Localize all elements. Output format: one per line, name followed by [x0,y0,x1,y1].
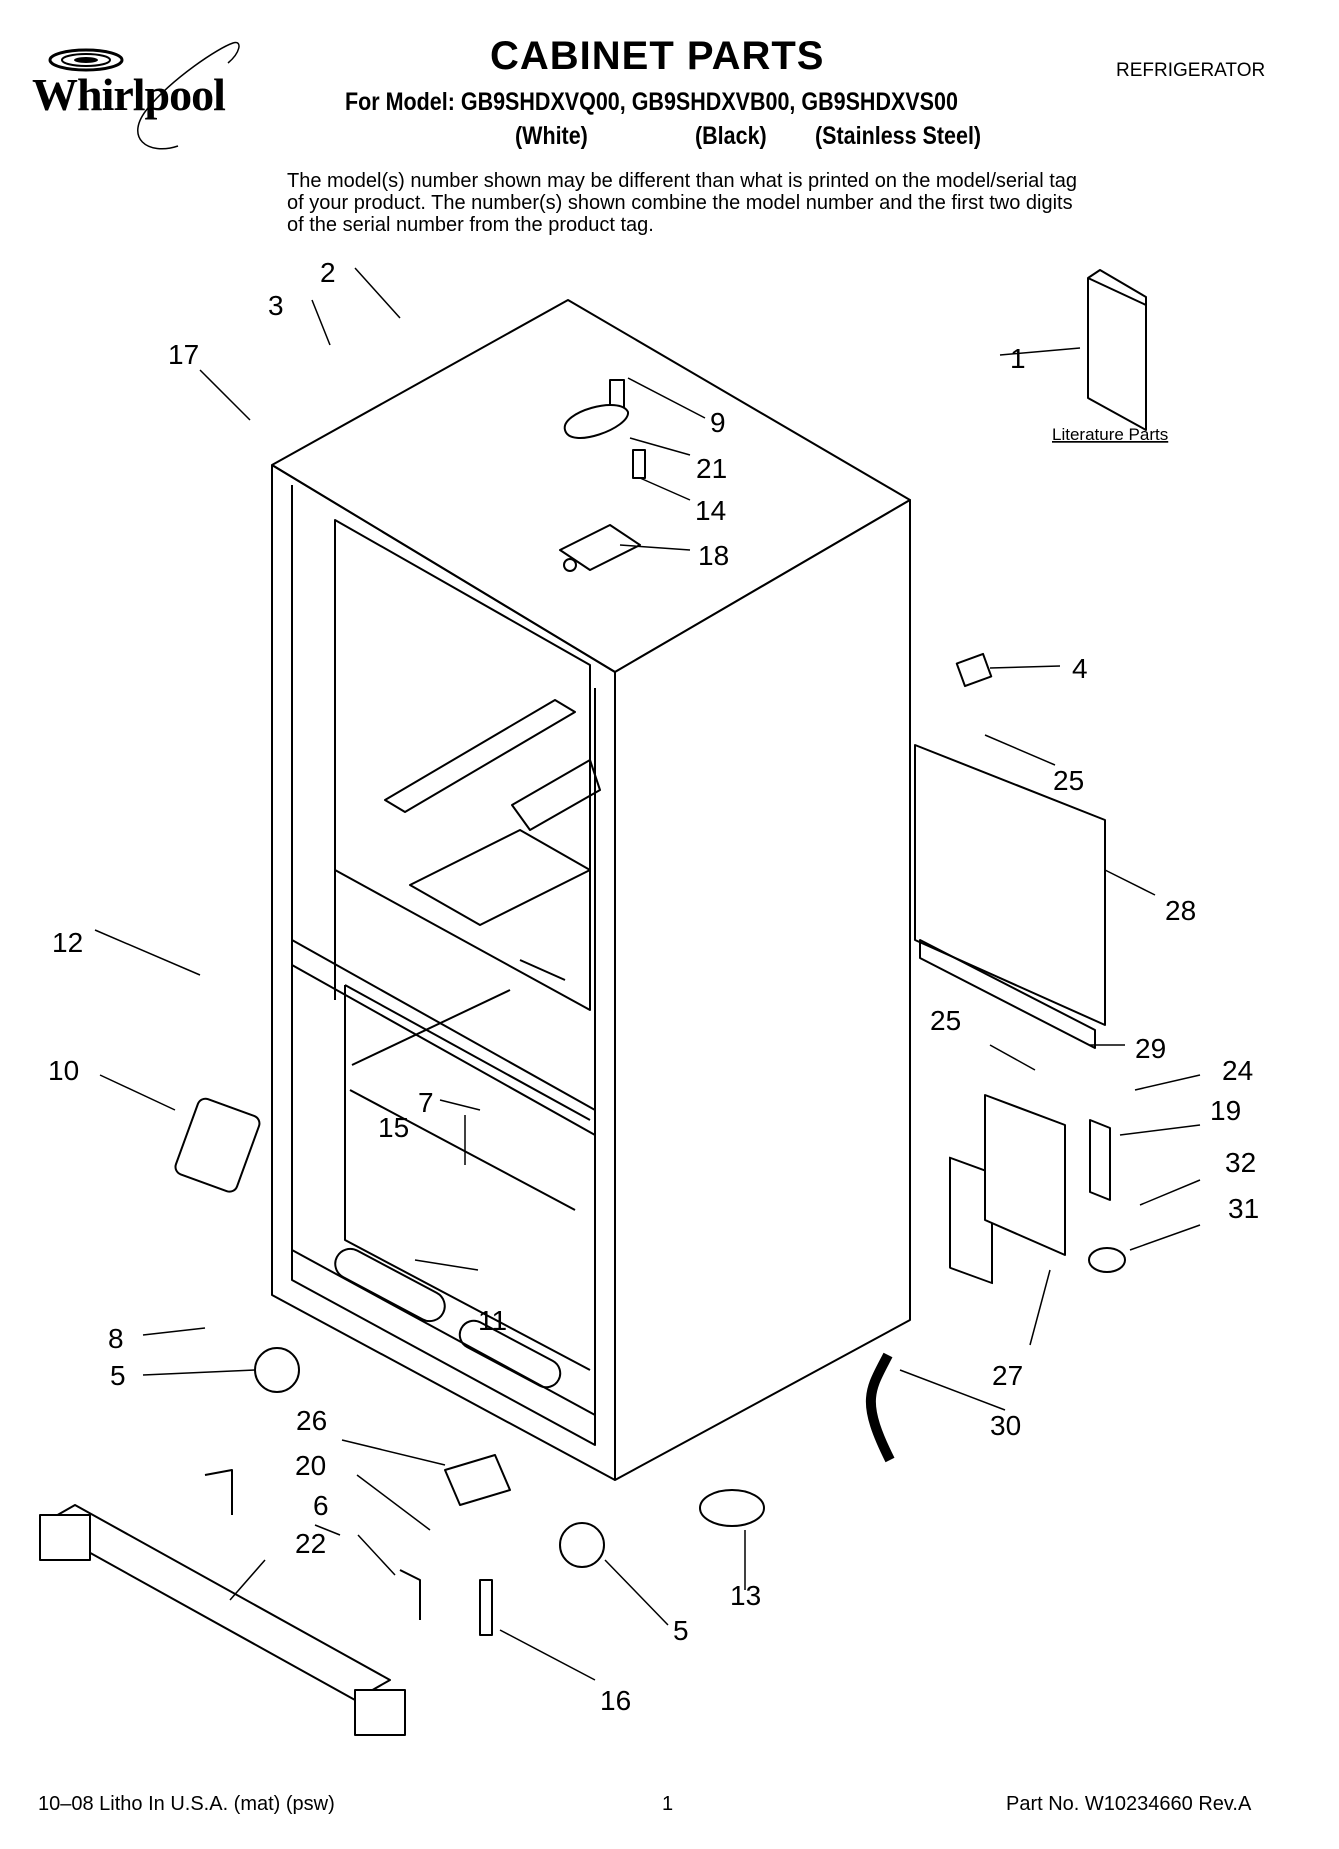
page-title: CABINET PARTS [490,34,825,78]
callout-24: 24 [1222,1055,1253,1086]
front-left-parts [39,1097,765,1736]
model-note: The model(s) number shown may be differe… [287,170,1078,236]
callout-22: 22 [295,1528,326,1559]
callout-7: 7 [418,1087,434,1118]
callout-30: 30 [990,1410,1021,1441]
footer-page-number: 1 [662,1793,674,1815]
callout-1: 1 [1010,343,1026,374]
callout-20: 20 [295,1450,326,1481]
model-line: For Model: GB9SHDXVQ00, GB9SHDXVB00, GB9… [345,88,958,116]
callout-29: 29 [1135,1033,1166,1064]
footer-part-number: Part No. W10234660 Rev.A [1006,1793,1252,1815]
callout-8: 8 [108,1323,124,1354]
brand-name: Whirlpool [32,69,226,120]
callout-14: 14 [695,495,726,526]
callout-10: 10 [48,1055,79,1086]
callout-13: 13 [730,1580,761,1611]
callout-6: 6 [313,1490,329,1521]
callout-17: 17 [168,339,199,370]
leader-lines [94,267,1201,1681]
whirlpool-logo: Whirlpool [28,38,298,158]
callout-25b: 25 [930,1005,961,1036]
callout-19: 19 [1210,1095,1241,1126]
callout-25a: 25 [1053,765,1084,796]
callout-5a: 5 [110,1360,126,1391]
callout-11: 11 [478,1305,507,1336]
callout-26: 26 [296,1405,327,1436]
variant-black: (Black) [695,122,767,150]
callout-16: 16 [600,1685,631,1716]
literature-parts-label: Literature Parts [1052,425,1168,444]
swirl-icon [48,41,240,150]
callout-5b: 5 [673,1615,689,1646]
footer-print-info: 10–08 Litho In U.S.A. (mat) (psw) [38,1793,335,1815]
callout-4: 4 [1072,653,1088,684]
callout-3: 3 [268,290,284,321]
literature-parts-book [1087,269,1147,431]
callout-32: 32 [1225,1147,1256,1178]
variant-white: (White) [515,122,588,150]
product-category: REFRIGERATOR [1116,60,1266,81]
side-grille-parts [865,652,1126,1463]
callout-18: 18 [698,540,729,571]
callout-27: 27 [992,1360,1023,1391]
callout-9: 9 [710,407,726,438]
callout-12: 12 [52,927,83,958]
callout-15: 15 [378,1112,409,1143]
callout-31: 31 [1228,1193,1259,1224]
top-hinge-parts [559,379,646,572]
callout-28: 28 [1165,895,1196,926]
callout-2: 2 [320,257,336,288]
variant-stainless: (Stainless Steel) [815,122,982,150]
callout-21: 21 [696,453,727,484]
cabinet-outline [271,299,911,1481]
